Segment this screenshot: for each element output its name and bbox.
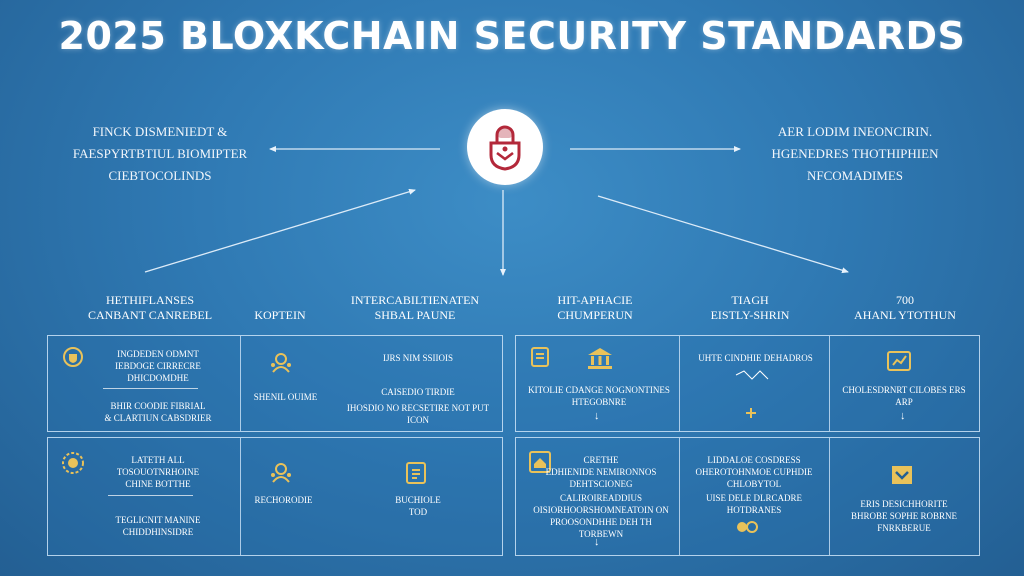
cell-text: SHENIL OUIME (253, 392, 318, 402)
cell-text: IJRS NIM SSIIOIS (382, 353, 453, 363)
cell-text: BHIR COODIE FIBRIAL& CLARTIUN CABSDRIER (104, 401, 212, 423)
down-arrow-icon: ↓ (594, 536, 600, 548)
arrow-diagonal-left (144, 188, 416, 273)
cell-text: CAISEDIO TIRDIE (381, 387, 455, 397)
coin-shield-icon (63, 347, 83, 367)
check-chevron-icon (892, 466, 912, 484)
house-card-icon (529, 451, 551, 473)
gear-coin-icon (62, 452, 84, 474)
column-header-2: KOPTEIN (254, 308, 306, 322)
document-icon (531, 347, 549, 367)
document-shield-icon (406, 462, 426, 484)
down-arrow-icon: ↓ (594, 410, 600, 422)
wave-icon (735, 370, 769, 380)
right-description: AER LODIM INEONCIRIN. HGENEDRES THOTHIPH… (771, 124, 939, 183)
arrow-diagonal-right (597, 195, 849, 274)
cell-text: RECHORODIE (254, 495, 313, 505)
chart-card-icon (887, 351, 911, 371)
cell-text: UHTE CINDHIE DEHADROS (698, 353, 813, 363)
hub-circle (467, 109, 543, 185)
page-title: 2025 BLOXKCHAIN SECURITY STANDARDS (58, 14, 966, 58)
lock-shield-icon (489, 125, 521, 171)
down-arrow-icon: ↓ (900, 410, 906, 422)
network-node-icon (271, 353, 291, 373)
link-badge-icon (737, 521, 758, 533)
bank-icon (588, 348, 612, 369)
left-description: FINCK DISMENIEDT & FAESPYRTBTIUL BIOMIPT… (72, 124, 248, 183)
network-node-icon (271, 463, 291, 483)
plus-icon (746, 408, 756, 418)
